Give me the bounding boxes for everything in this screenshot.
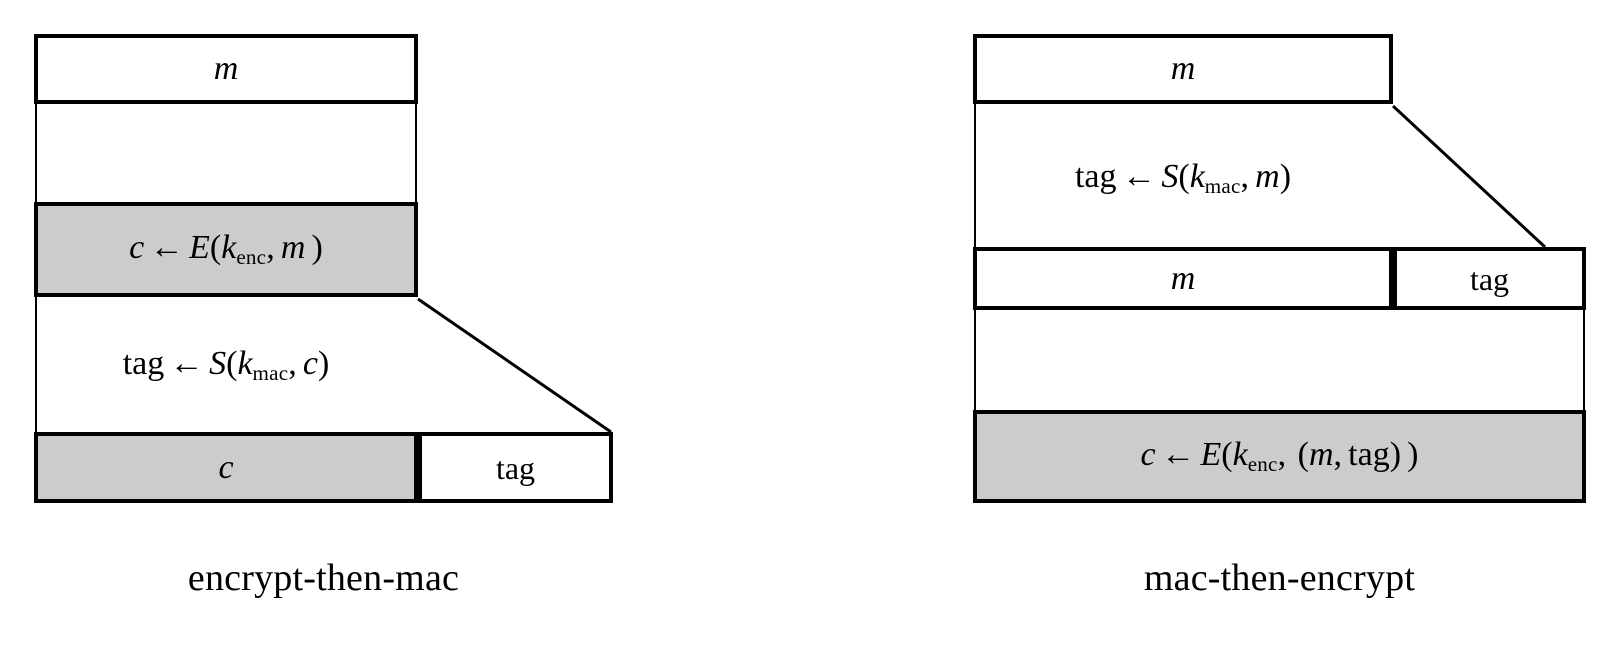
etm-encrypt-box: c←E(kenc,m) <box>34 202 418 297</box>
mte-message-label: m <box>1170 50 1196 87</box>
mte-mac-formula: tag←S(kmac,m) <box>1074 157 1292 198</box>
mte-mac-formula-region: tag←S(kmac,m) <box>973 148 1393 208</box>
mte-encrypt-box: c←E(kenc,(m,tag)) <box>973 410 1586 503</box>
mte-intermediate-message-segment: m <box>973 247 1393 310</box>
mte-intermediate-message-label: m <box>1170 259 1196 297</box>
mte-message-block: m <box>973 34 1393 104</box>
etm-output-tag-label: tag <box>495 449 536 486</box>
etm-output-ciphertext-segment: c <box>34 432 418 503</box>
mte-encrypt-formula: c←E(kenc,(m,tag)) <box>1140 436 1419 476</box>
etm-rail-right-upper <box>415 104 417 204</box>
mte-intermediate-tag-label: tag <box>1469 260 1510 297</box>
mte-rail-left-upper <box>974 104 976 249</box>
etm-encrypt-formula: c←E(kenc,m) <box>129 229 323 269</box>
etm-mac-formula: tag←S(kmac,c) <box>122 344 330 385</box>
mte-rail-left-lower <box>974 310 976 412</box>
etm-output-ciphertext-label: c <box>218 448 234 486</box>
etm-rail-left-lower <box>35 297 37 434</box>
etm-rail-left-upper <box>35 104 37 204</box>
etm-message-block: m <box>34 34 418 104</box>
etm-mac-formula-region: tag←S(kmac,c) <box>34 330 418 400</box>
mte-rail-right-lower <box>1583 310 1585 412</box>
etm-caption: encrypt-then-mac <box>187 557 460 599</box>
mte-intermediate-tag-segment: tag <box>1393 247 1586 310</box>
mte-caption: mac-then-encrypt <box>1143 557 1416 599</box>
etm-message-label: m <box>213 50 239 87</box>
etm-output-tag-segment: tag <box>418 432 613 503</box>
